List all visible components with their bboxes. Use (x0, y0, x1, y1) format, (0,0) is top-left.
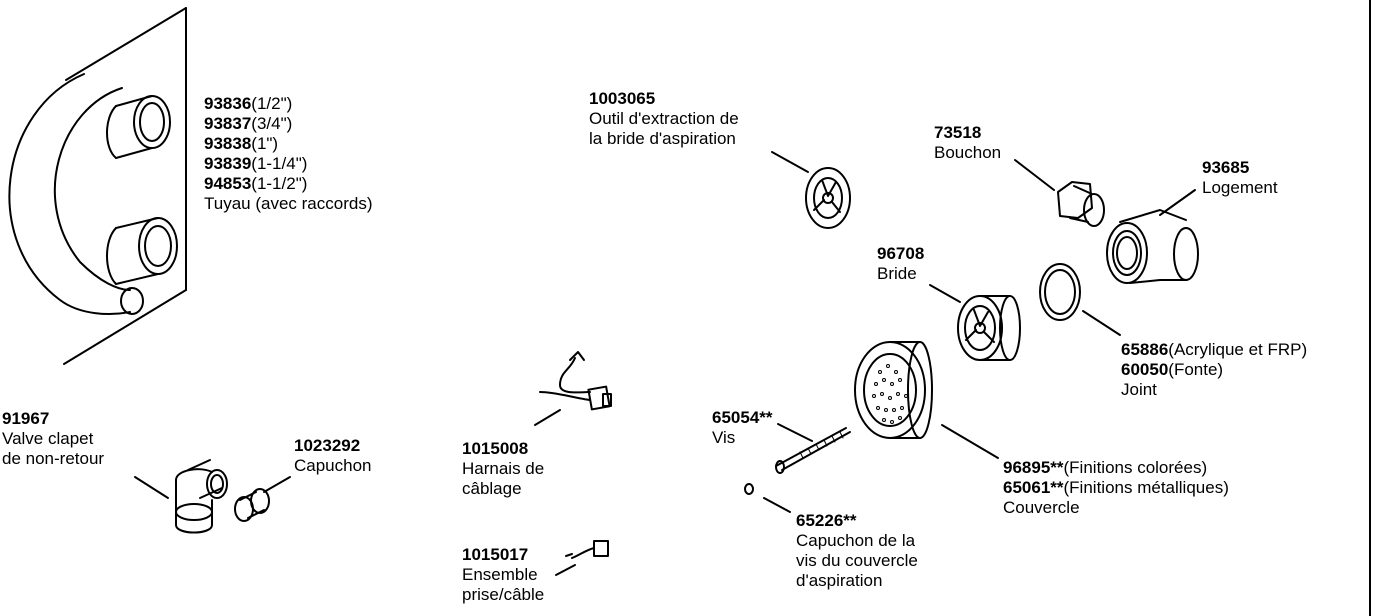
part-desc: Logement (1202, 178, 1278, 197)
part-size: (1-1/4") (251, 154, 308, 173)
plug-illustration (1014, 159, 1105, 227)
part-number: 93838 (204, 134, 252, 153)
tool-illustration (771, 151, 851, 229)
screw-label: 65054** Vis (712, 408, 773, 448)
part-note: (Fonte) (1168, 360, 1224, 379)
part-number: 73518 (934, 123, 982, 142)
part-desc: Harnais de (462, 459, 545, 478)
part-number: 91967 (2, 409, 50, 428)
check-valve-label: 91967 Valve clapet de non-retour (2, 409, 104, 469)
part-desc: Bride (877, 264, 917, 283)
flange-illustration (929, 284, 1021, 361)
part-desc: Joint (1121, 380, 1157, 399)
part-desc: Capuchon (294, 456, 372, 475)
gasket-illustration (1039, 263, 1121, 336)
part-desc: vis du couvercle (796, 551, 918, 570)
part-number: 65886 (1121, 340, 1169, 359)
part-desc: Valve clapet (2, 429, 94, 448)
part-desc: prise/câble (462, 585, 545, 604)
part-size: (1/2") (251, 94, 293, 113)
part-number: 93836 (204, 94, 252, 113)
part-number: 93837 (204, 114, 252, 133)
part-number: 1003065 (589, 89, 656, 108)
cover-illustration (854, 341, 999, 459)
part-size: (1-1/2") (251, 174, 308, 193)
hose-label: 93836(1/2") 93837(3/4") 93838(1") 93839(… (204, 94, 372, 214)
cap-illustration (234, 476, 291, 522)
harness-label: 1015008 Harnais de câblage (462, 439, 544, 499)
part-desc: câblage (462, 479, 522, 498)
harness-illustration (534, 351, 612, 426)
housing-illustration (1106, 189, 1199, 284)
part-number: 1015008 (462, 439, 529, 458)
screw-cap-label: 65226** Capuchon de la vis du couvercle … (796, 511, 918, 591)
part-note: (Acrylique et FRP) (1168, 340, 1308, 359)
part-number: 96708 (877, 244, 925, 263)
part-note: (Finitions métalliques) (1063, 478, 1229, 497)
cover-label: 96895**(Finitions colorées) 65061**(Fini… (1003, 458, 1229, 518)
part-desc: Vis (712, 428, 736, 447)
part-number: 93685 (1202, 158, 1250, 177)
part-desc: Bouchon (934, 143, 1002, 162)
part-note: (Finitions colorées) (1063, 458, 1208, 477)
plug-label: 73518 Bouchon (934, 123, 1001, 163)
screw-cap-illustration (744, 483, 791, 513)
part-number: 65054** (712, 408, 773, 427)
part-number: 94853 (204, 174, 252, 193)
part-desc: Outil d'extraction de (589, 109, 739, 128)
part-desc: Ensemble (462, 565, 538, 584)
part-number: 96895** (1003, 458, 1064, 477)
part-desc: de non-retour (2, 449, 105, 468)
cap-label: 1023292 Capuchon (294, 436, 372, 476)
part-number: 93839 (204, 154, 252, 173)
gasket-label: 65886(Acrylique et FRP) 60050(Fonte) Joi… (1121, 340, 1307, 400)
plug-cable-label: 1015017 Ensemble prise/câble (462, 545, 544, 605)
part-number: 60050 (1121, 360, 1169, 379)
part-desc: Tuyau (avec raccords) (204, 194, 373, 213)
part-number: 65061** (1003, 478, 1064, 497)
tool-label: 1003065 Outil d'extraction de la bride d… (589, 89, 739, 149)
part-desc: la bride d'aspiration (589, 129, 736, 148)
part-number: 65226** (796, 511, 857, 530)
flange-label: 96708 Bride (877, 244, 924, 284)
hose-illustration (8, 7, 187, 365)
screw-illustration (775, 423, 851, 474)
check-valve-illustration (134, 459, 228, 534)
part-desc: Couvercle (1003, 498, 1080, 517)
part-size: (1") (251, 134, 279, 153)
part-size: (3/4") (251, 114, 293, 133)
part-desc: d'aspiration (796, 571, 883, 590)
housing-label: 93685 Logement (1202, 158, 1278, 198)
part-desc: Capuchon de la (796, 531, 916, 550)
part-number: 1023292 (294, 436, 361, 455)
part-number: 1015017 (462, 545, 529, 564)
plug-cable-illustration (555, 540, 609, 576)
